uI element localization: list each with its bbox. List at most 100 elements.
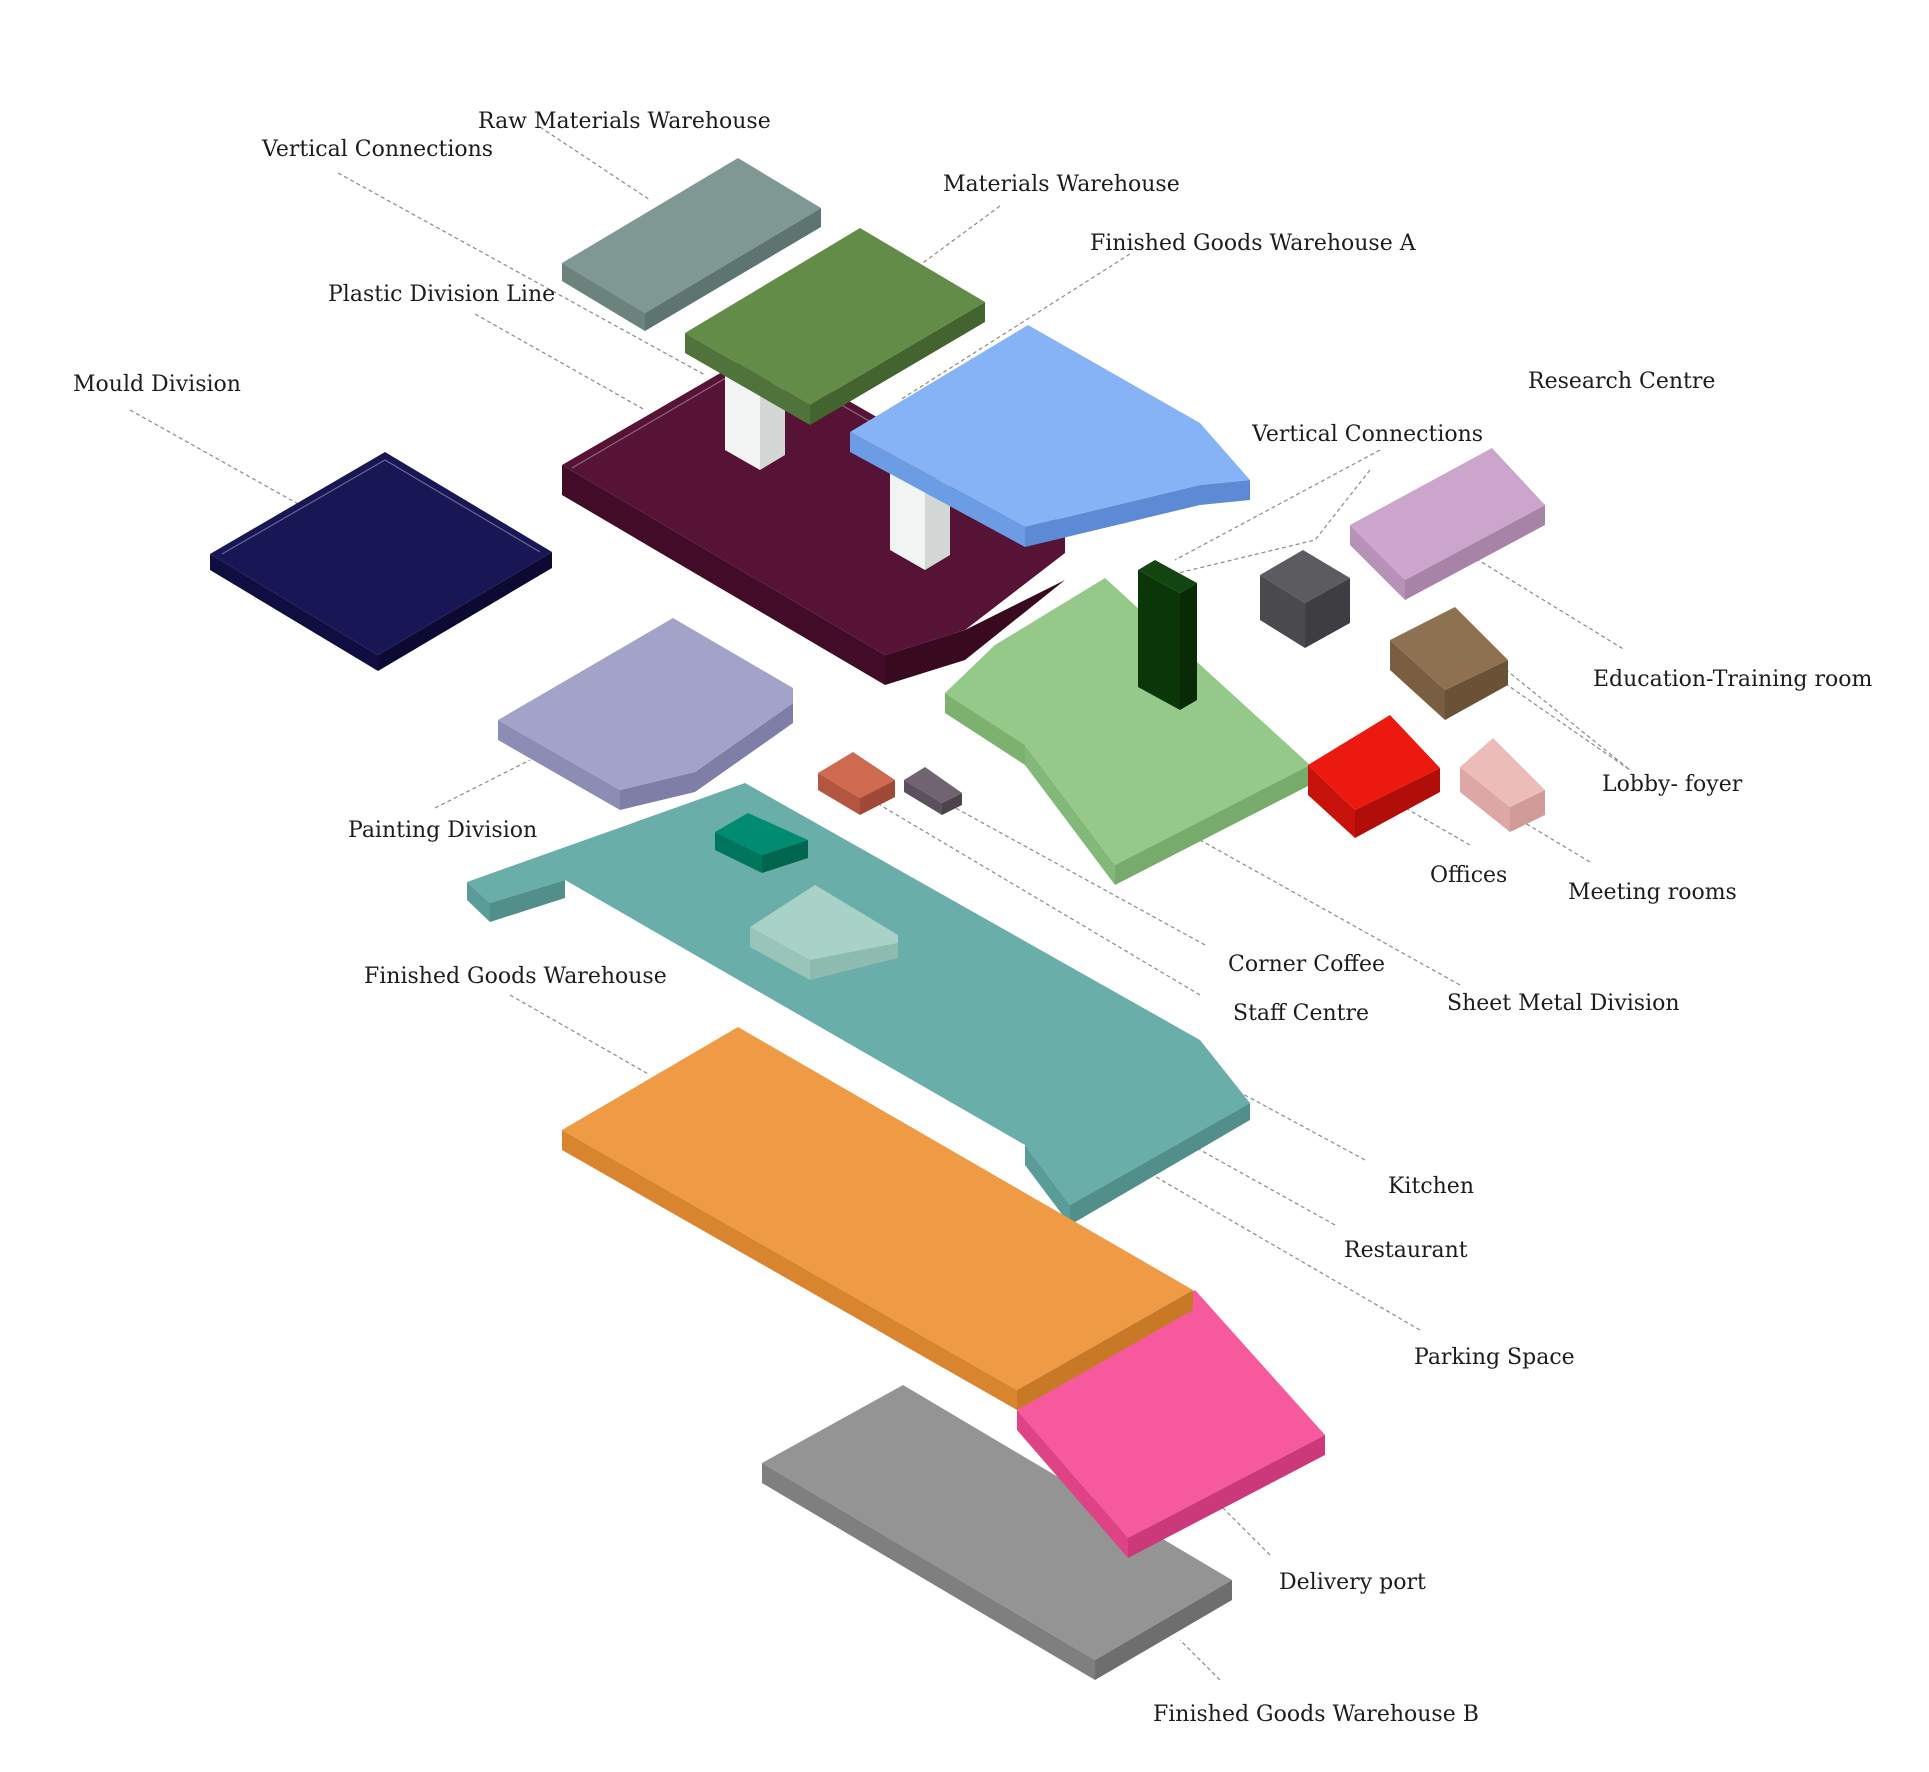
parking-block-side [750,927,810,980]
dark-pillar-side [1138,570,1180,710]
mould-block-side [210,554,378,671]
sheet-metal-block-side [945,693,1025,765]
staff-block-top [904,767,962,803]
staff-block-side [904,780,942,815]
education-block-top [1350,448,1545,580]
materials-block-side [685,333,810,425]
label-sheet-metal-division: Sheet Metal Division [1447,991,1680,1016]
parking-block-side [810,943,898,980]
label-delivery-port: Delivery port [1279,1570,1426,1595]
staff-block-side [942,793,962,815]
label-parking-space: Parking Space [1414,1345,1575,1370]
label-vertical-connections-right: Vertical Connections [1251,422,1483,447]
finished-goods-warehouse-b-block [762,1385,1232,1680]
label-materials-warehouse: Materials Warehouse [943,172,1180,197]
coffee-block-side [860,780,895,815]
label-finished-goods-warehouse-b: Finished Goods Warehouse B [1153,1702,1479,1727]
research-block-side [1305,578,1350,648]
materials-warehouse-block [685,228,985,425]
finished-b-block-side [1095,1580,1232,1680]
lobby-block-side [1390,640,1445,720]
meeting-rooms-block [1460,738,1545,832]
finished-a-block-side [1025,480,1250,547]
delivery-block-side [1017,1410,1128,1558]
offices-block-side [1308,765,1355,838]
finished-b-block-side [762,1463,1095,1680]
staff-centre-block [904,767,962,815]
leader-lines [129,126,1631,1681]
meeting-block-side [1510,790,1545,832]
finished-goods-block-top [562,1027,1193,1390]
finished-goods-warehouse-a-block [850,325,1250,547]
kitchen-block-side [715,832,762,873]
sheet-metal-block-side [1115,765,1310,885]
restaurant-block-side [1070,1103,1250,1225]
education-block-side [1405,505,1545,600]
sheet-metal-division-block [945,578,1310,885]
plastic-block-side [562,465,885,685]
label-restaurant: Restaurant [1344,1238,1468,1263]
label-plastic-division-line: Plastic Division Line [328,282,555,307]
sheet-metal-block-top [945,578,1310,865]
dark-pillar-side [1180,583,1197,710]
meeting-block-top [1460,738,1545,807]
labels: Raw Materials Warehouse Vertical Connect… [73,109,1872,1727]
offices-block [1308,715,1440,838]
lobby-block-top [1390,607,1508,690]
label-finished-goods-warehouse-a: Finished Goods Warehouse A [1090,231,1417,256]
label-staff-centre: Staff Centre [1233,1001,1369,1026]
parking-space-block [750,885,898,980]
raw-materials-warehouse-block [562,158,821,331]
painting-block-side [498,720,620,810]
label-offices: Offices [1430,863,1507,888]
label-research-centre: Research Centre [1528,369,1715,394]
finished-b-block-top [762,1385,1232,1660]
coffee-block-top [818,752,895,798]
painting-block-top [498,618,793,790]
finished-goods-warehouse-block [562,1027,1193,1410]
lobby-foyer-block [1390,607,1508,720]
vertical-connections-dark-block [1138,560,1197,710]
mould-block-side [378,552,552,671]
lobby-block-side [1445,660,1508,720]
restaurant-block-side [1025,1145,1070,1225]
mould-division-block [210,452,552,671]
finished-a-block-top [850,325,1250,527]
restaurant-block-top [467,783,1250,1205]
research-centre-block [1260,550,1350,648]
label-painting-division: Painting Division [348,818,537,843]
vertical-pillar [890,465,925,570]
label-corner-coffee: Corner Coffee [1228,952,1385,977]
finished-goods-block-side [1017,1290,1193,1410]
kitchen-block [715,813,808,873]
label-raw-materials-warehouse: Raw Materials Warehouse [478,109,771,134]
research-block-side [1260,575,1305,648]
coffee-block-side [818,773,860,815]
corner-coffee-block [818,752,895,815]
label-lobby-foyer: Lobby- foyer [1602,772,1743,797]
label-kitchen: Kitchen [1388,1174,1474,1199]
finished-a-block-side [850,432,1025,547]
raw-materials-block-top [562,158,821,313]
finished-goods-block-side [562,1130,1017,1410]
label-vertical-connections-top: Vertical Connections [261,137,493,162]
research-block-top [1260,550,1350,603]
meeting-block-side [1460,767,1510,832]
restaurant-block-side [490,880,565,922]
label-mould-division: Mould Division [73,372,241,397]
vertical-pillar [725,370,760,470]
delivery-block-top [1017,1290,1325,1538]
plastic-block-top [562,350,1065,655]
restaurant-block [467,783,1250,1225]
delivery-block-side [1128,1435,1325,1558]
materials-block-side [810,302,985,425]
raw-materials-block-side [645,208,821,331]
mould-block-top [210,452,552,655]
label-education-training-room: Education-Training room [1593,667,1872,692]
education-training-room-block [1350,448,1545,600]
kitchen-block-side [762,840,808,873]
label-finished-goods-warehouse: Finished Goods Warehouse [364,964,667,989]
materials-block-top [685,228,985,405]
painting-division-block [498,618,793,810]
